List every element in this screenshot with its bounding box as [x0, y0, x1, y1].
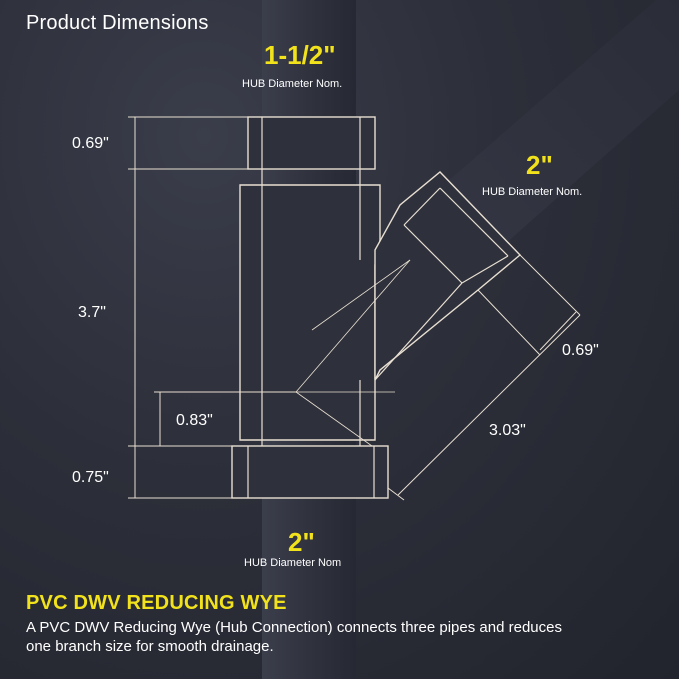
branch-hub-size: 2": [526, 150, 553, 180]
product-description: A PVC DWV Reducing Wye (Hub Connection) …: [26, 619, 562, 655]
dim-branch-hub: 0.69": [562, 342, 599, 359]
dim-branch-length: 3.03": [489, 422, 526, 439]
top-hub-size: 1-1/2": [264, 40, 336, 70]
wye-fitting: [231, 116, 522, 499]
bottom-hub-caption: HUB Diameter Nom: [244, 557, 342, 569]
dimension-lines: [128, 116, 581, 501]
dim-top-hub: 0.69": [72, 135, 109, 152]
page-title: Product Dimensions: [26, 12, 209, 34]
branch-hub-caption: HUB Diameter Nom.: [482, 186, 583, 198]
top-hub-caption: HUB Diameter Nom.: [242, 78, 343, 90]
dim-branch-offset: 0.83": [176, 412, 213, 429]
dim-body-length: 3.7": [78, 304, 106, 321]
bottom-hub-size: 2": [288, 527, 315, 557]
diagonal-pipe: [415, 0, 679, 275]
dim-bottom-hub: 0.75": [72, 469, 109, 486]
product-name: PVC DWV REDUCING WYE: [26, 592, 287, 614]
